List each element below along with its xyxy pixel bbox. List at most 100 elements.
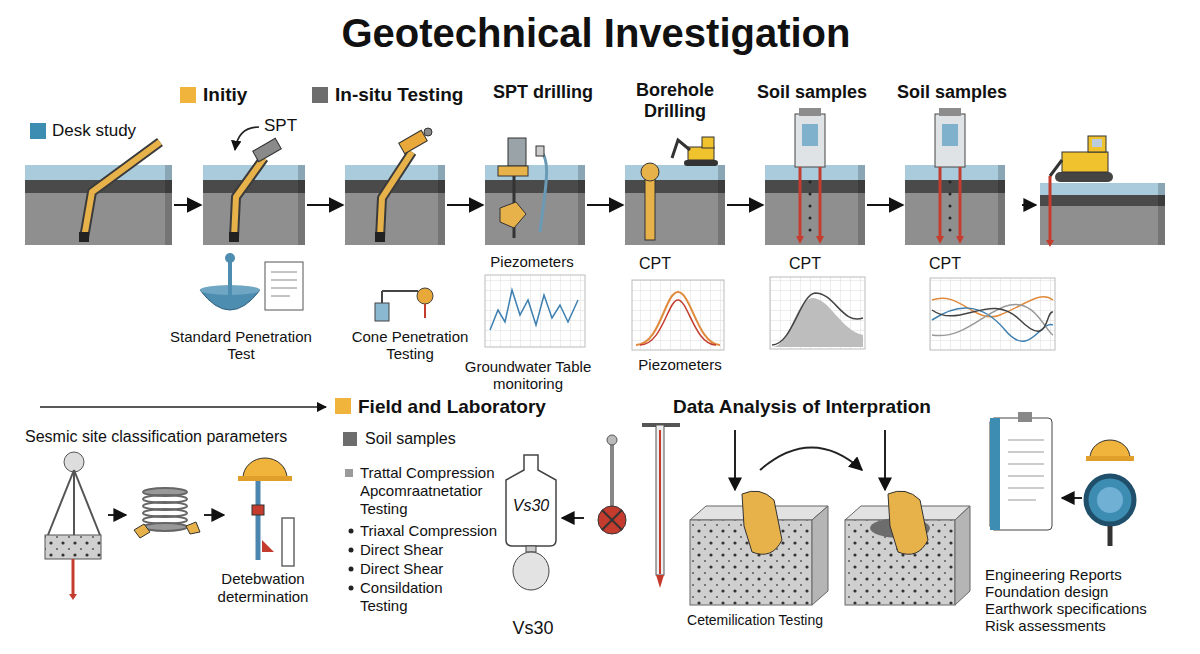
text-label: Vs30	[509, 497, 553, 515]
ground-section	[765, 180, 865, 193]
spring-coil	[134, 488, 200, 538]
panel-heading: Initiy	[203, 84, 247, 106]
borehole-rig	[641, 163, 659, 181]
soil-block	[742, 491, 782, 554]
text-label: Direct Shear	[360, 541, 443, 558]
seismic-tripod	[45, 452, 101, 600]
sensor-probe	[238, 476, 292, 481]
sample-bottle	[506, 455, 556, 590]
panel-heading: Soil samples	[887, 82, 1017, 103]
heading-swatch	[312, 87, 328, 103]
bulldozer	[1022, 204, 1036, 206]
sampling-rig	[809, 181, 812, 184]
report-notebook	[1018, 412, 1032, 422]
ground-section	[1040, 195, 1165, 206]
heading-swatch	[343, 432, 357, 446]
panel-caption: CPT	[625, 255, 685, 273]
text-label: Engineering Reports	[985, 566, 1122, 583]
sampling-rig	[949, 181, 952, 184]
text-label: Soil samples	[365, 430, 456, 448]
cpt-icon	[375, 288, 433, 321]
sampling-rig	[799, 167, 802, 236]
bulldozer	[1088, 136, 1106, 152]
panel-caption: Piezometers	[620, 356, 740, 373]
seismic-tripod	[48, 470, 74, 535]
spt-rig	[540, 150, 547, 232]
text-label: Foundation design	[985, 583, 1108, 600]
sampling-rig	[942, 124, 958, 146]
ground-section	[905, 165, 1005, 245]
spt-panel: InitiyStandard Penetration Test	[203, 165, 305, 245]
ground-section	[25, 165, 1165, 245]
ground-section	[203, 180, 305, 193]
panel-heading: Borehole Drilling	[620, 80, 730, 121]
report-notebook	[990, 412, 1052, 530]
text-label: Cetemilication Testing	[665, 612, 845, 628]
sample-bottle	[513, 552, 549, 590]
sensor-probe	[243, 458, 287, 478]
drill-pipe	[229, 232, 239, 242]
test-instrument	[610, 440, 614, 506]
heading-swatch	[180, 87, 196, 103]
data-chart	[772, 293, 863, 345]
inspector-icon	[1090, 440, 1130, 458]
sampling-rig	[799, 108, 821, 116]
drill-pipe	[380, 152, 412, 238]
spt-icon	[271, 272, 297, 273]
test-instrument	[607, 435, 617, 445]
spt-icon	[265, 262, 303, 310]
data-chart	[770, 277, 865, 349]
inspector-icon	[1097, 487, 1123, 513]
spt-icon	[228, 258, 232, 300]
ground-section	[625, 165, 725, 245]
spt-rig	[536, 146, 544, 156]
cpt-icon	[375, 303, 389, 321]
spt-rig	[500, 202, 526, 228]
ground-section	[718, 165, 725, 245]
heading-swatch	[30, 123, 46, 139]
ground-section	[1158, 183, 1165, 245]
sampling-rig	[795, 114, 825, 167]
flow-arrow	[108, 514, 126, 516]
sensor-probe	[256, 481, 261, 560]
ground-section	[485, 165, 585, 180]
flow-arrow	[587, 204, 623, 206]
ground-section	[625, 165, 725, 180]
heading-swatch	[349, 586, 354, 591]
data-chart	[636, 292, 720, 345]
sampling-rig	[935, 114, 965, 167]
bulldozer	[1050, 160, 1062, 176]
report-notebook	[1008, 440, 1044, 441]
flow-arrow	[1062, 497, 1082, 499]
spt-icon	[225, 253, 235, 263]
ground-section	[485, 165, 585, 245]
drill-pipe	[253, 138, 282, 161]
sensor-probe	[238, 458, 294, 566]
data-chart	[932, 308, 1053, 331]
seismic-tripod	[74, 470, 100, 535]
text-label: Risk assessments	[985, 617, 1106, 634]
drill-pipe	[79, 128, 432, 242]
panel-caption: Cone Penetration Testing	[335, 328, 485, 363]
text-label: Detebwation determination	[207, 570, 319, 606]
sampling-rig	[936, 236, 944, 244]
drill-pipe	[424, 128, 432, 136]
ground-section	[858, 165, 865, 245]
test-instrument	[656, 575, 664, 588]
seismic-tripod	[73, 470, 75, 535]
connector-group	[174, 205, 903, 206]
sensor-probe	[262, 540, 274, 552]
ground-section	[765, 165, 865, 245]
sampling-rig	[802, 124, 818, 146]
panel-caption: CPT	[775, 255, 835, 273]
flow-arrow	[734, 430, 736, 490]
data-chart	[490, 290, 578, 330]
borehole-rig	[702, 137, 714, 148]
spt-icon	[271, 296, 290, 297]
heading-swatch	[30, 87, 357, 591]
sampling-rig	[939, 108, 961, 116]
diagram-title: Geotechnical Investigation	[0, 10, 1196, 56]
spring-coil	[143, 523, 187, 531]
